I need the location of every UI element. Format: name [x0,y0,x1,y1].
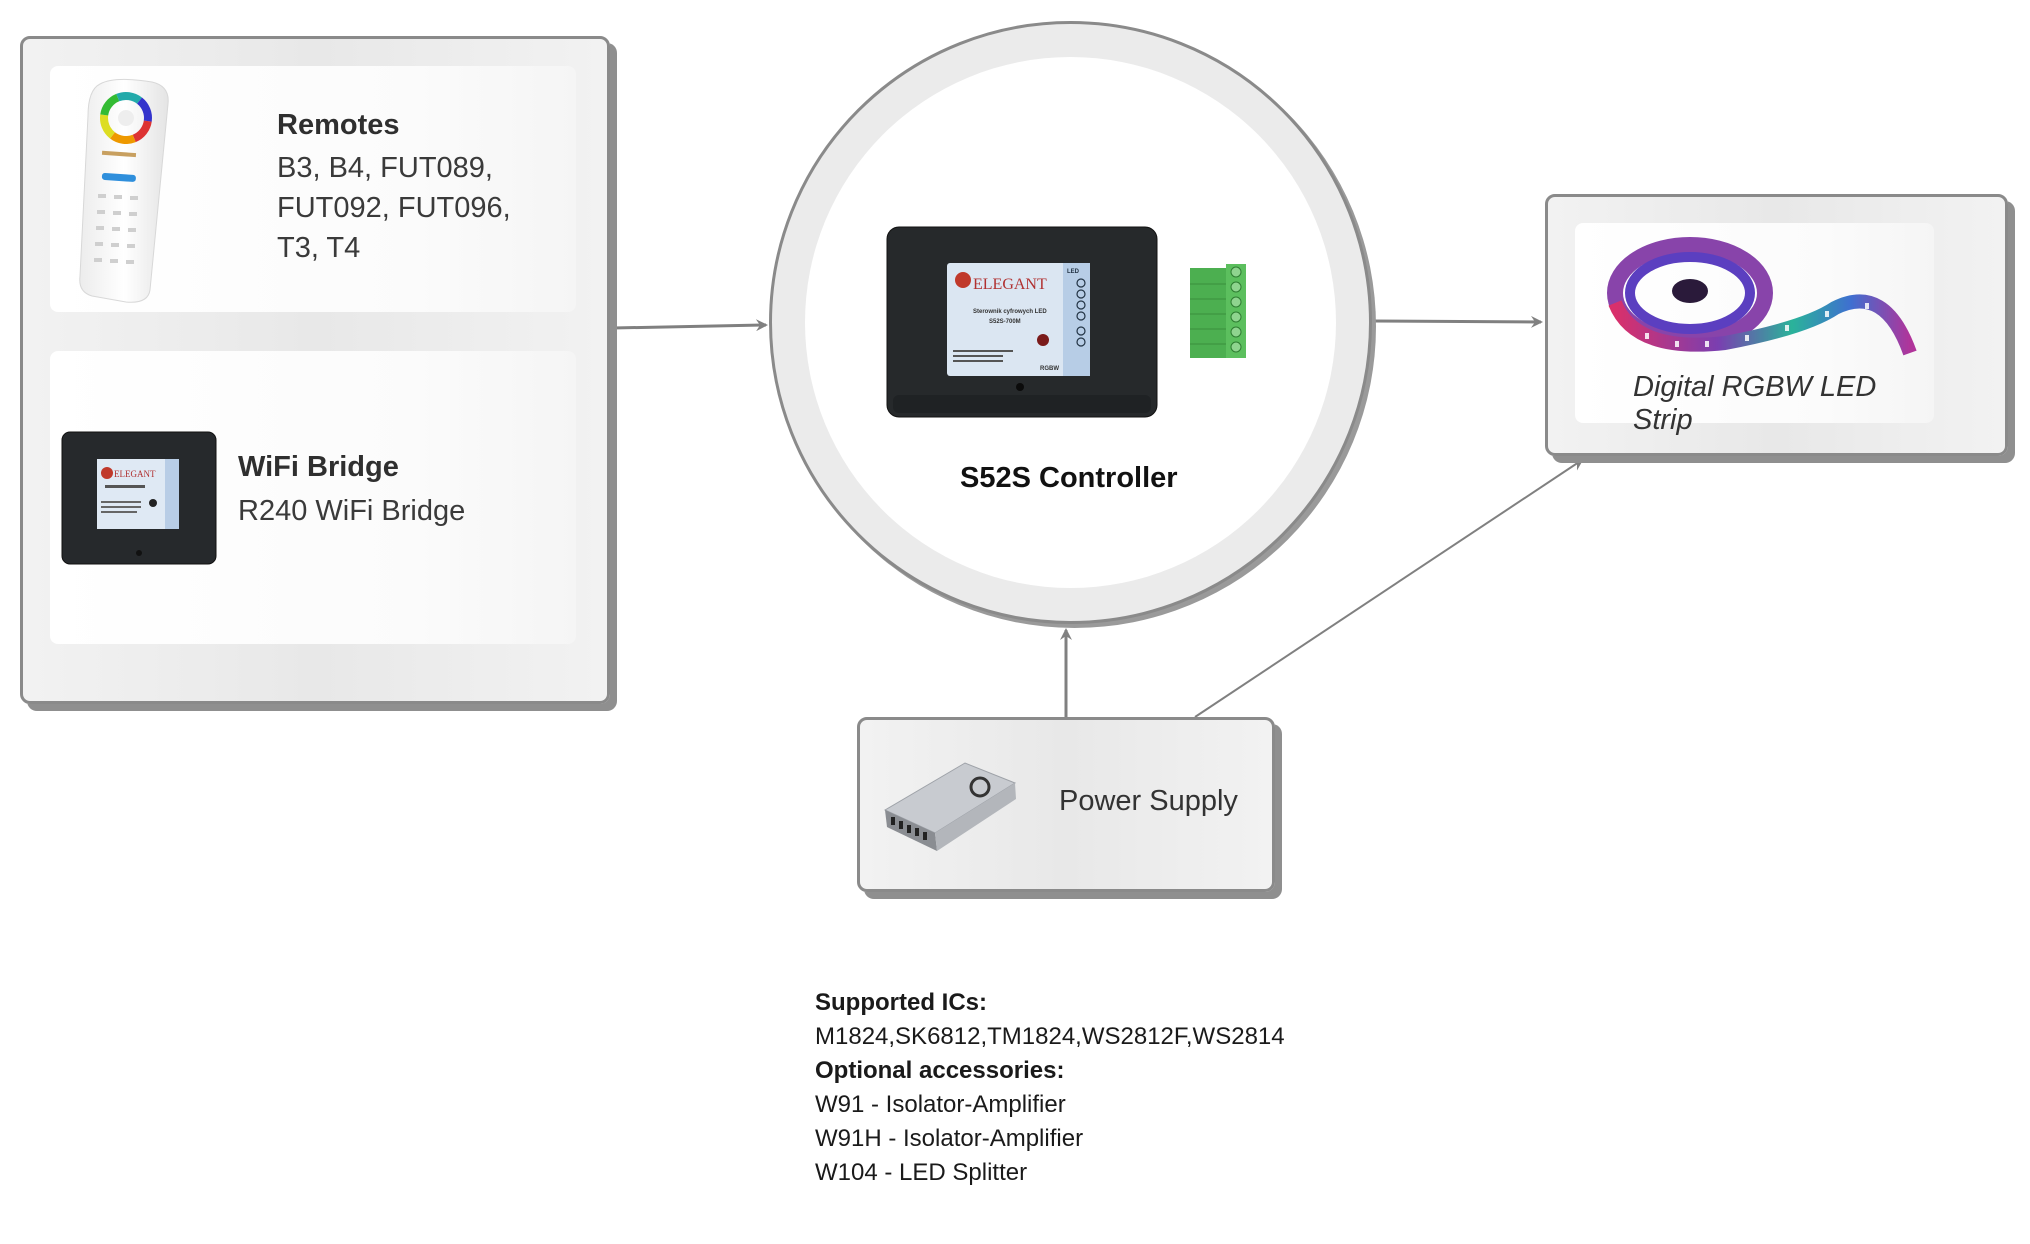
optional-accessories-label: Optional accessories: [815,1057,1065,1084]
remotes-models-line: B3, B4, FUT089, [277,152,493,184]
remotes-models-line: FUT092, FUT096, [277,192,511,224]
wifi-bridge-card[interactable]: ELEGANT WiFi Bridge R240 WiFi Bridge [50,351,576,644]
remotes-title: Remotes [277,109,400,141]
led-strip-icon [1607,237,1917,356]
wifi-bridge-device-icon: ELEGANT [61,431,217,565]
accessory-item: W91H - Isolator-Amplifier [815,1125,1084,1152]
power-supply-icon [883,762,1017,851]
led-strip-title: Digital RGBW LED Strip [1633,371,1877,436]
controller-device-icon: ELEGANT Sterownik cyfrowych LED S52S-700… [886,226,1158,418]
power-supply-node[interactable]: Power Supply [857,717,1275,892]
controller-notes: Supported ICs: M1824,SK6812,TM1824,WS281… [815,986,1285,1190]
controller-brand-text: ELEGANT [973,276,1047,293]
supported-ics-label: Supported ICs: [815,989,987,1016]
supported-ics-value: M1824,SK6812,TM1824,WS2812F,WS2814 [815,1023,1285,1050]
wifi-bridge-brand-text: ELEGANT [114,469,156,479]
power-supply-title: Power Supply [1059,785,1238,817]
accessory-item: W91 - Isolator-Amplifier [815,1091,1066,1118]
led-strip-card: Digital RGBW LED Strip [1575,223,1934,436]
wifi-bridge-title: WiFi Bridge [238,451,399,483]
controller-title: S52S Controller [960,462,1178,494]
arrow-power-to-strip [1194,458,1584,718]
controller-label-line1: Sterownik cyfrowych LED [973,309,1047,315]
remotes-models-line: T3, T4 [277,232,361,264]
arrow-inputs-to-controller [612,319,768,332]
controller-label-line2: S52S-700M [989,319,1021,325]
terminal-block-icon [1190,264,1246,358]
controller-label-footer: RGBW [1040,366,1059,372]
remote-control-icon [79,78,169,303]
remotes-card[interactable]: Remotes B3, B4, FUT089, FUT092, FUT096, … [50,66,576,312]
arrow-controller-to-strip [1373,315,1543,328]
wifi-bridge-subtitle: R240 WiFi Bridge [238,495,466,527]
controller-label-side: LED [1067,269,1080,275]
accessory-item: W104 - LED Splitter [815,1159,1028,1186]
remotes-models: B3, B4, FUT089, FUT092, FUT096, T3, T4 [277,148,511,268]
